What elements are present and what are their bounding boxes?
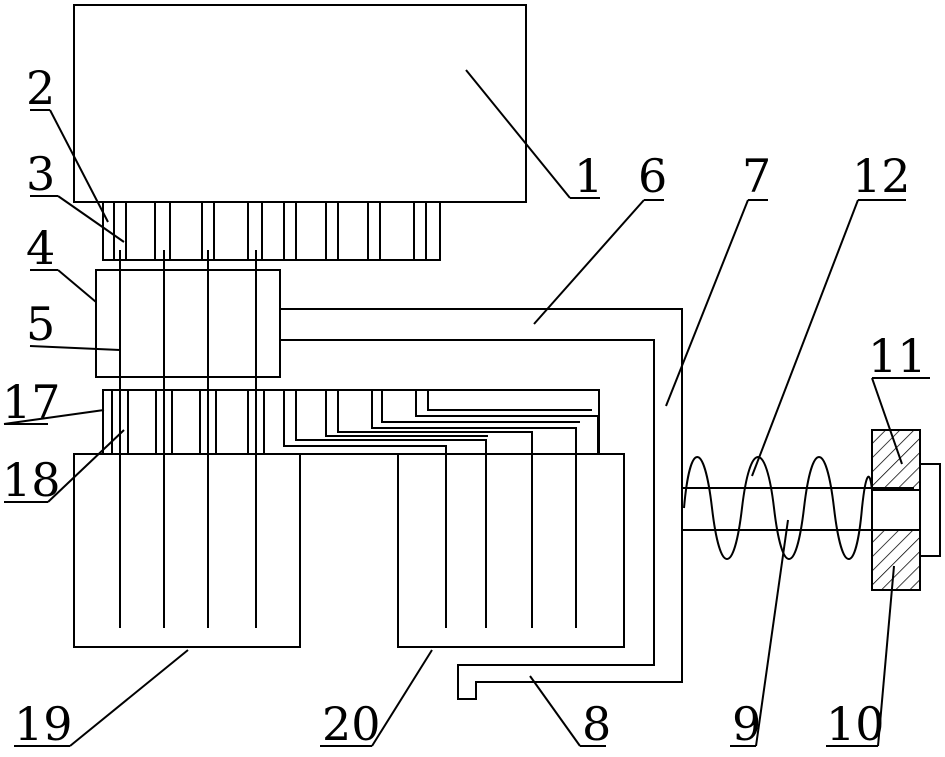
upper-strip-teeth xyxy=(114,202,426,260)
nut-10-bore xyxy=(872,490,920,530)
box-19 xyxy=(74,454,300,647)
label-11: 11 xyxy=(868,329,927,383)
housing-1 xyxy=(74,5,526,202)
lever-arm xyxy=(280,309,682,699)
label-12: 12 xyxy=(852,149,911,203)
label-3: 3 xyxy=(26,147,55,201)
contact-pins xyxy=(120,250,256,628)
label-19: 19 xyxy=(14,697,73,751)
box-20 xyxy=(398,454,624,647)
label-4: 4 xyxy=(26,221,55,275)
lower-strip-teeth xyxy=(112,390,264,454)
label-8: 8 xyxy=(582,697,611,751)
label-17: 17 xyxy=(2,375,61,429)
sliding-block-5 xyxy=(96,270,280,377)
upper-contact-strip xyxy=(103,202,440,260)
stepped-wires xyxy=(284,390,598,628)
leader-lines xyxy=(4,70,930,746)
label-9: 9 xyxy=(732,697,761,751)
label-1: 1 xyxy=(574,149,603,203)
label-10: 10 xyxy=(826,697,885,751)
label-20: 20 xyxy=(322,697,381,751)
label-6: 6 xyxy=(638,149,667,203)
label-2: 2 xyxy=(26,61,55,115)
label-18: 18 xyxy=(2,453,61,507)
spring-12 xyxy=(684,457,872,559)
label-5: 5 xyxy=(26,297,55,351)
label-7: 7 xyxy=(742,149,771,203)
end-cap-11 xyxy=(920,464,940,556)
